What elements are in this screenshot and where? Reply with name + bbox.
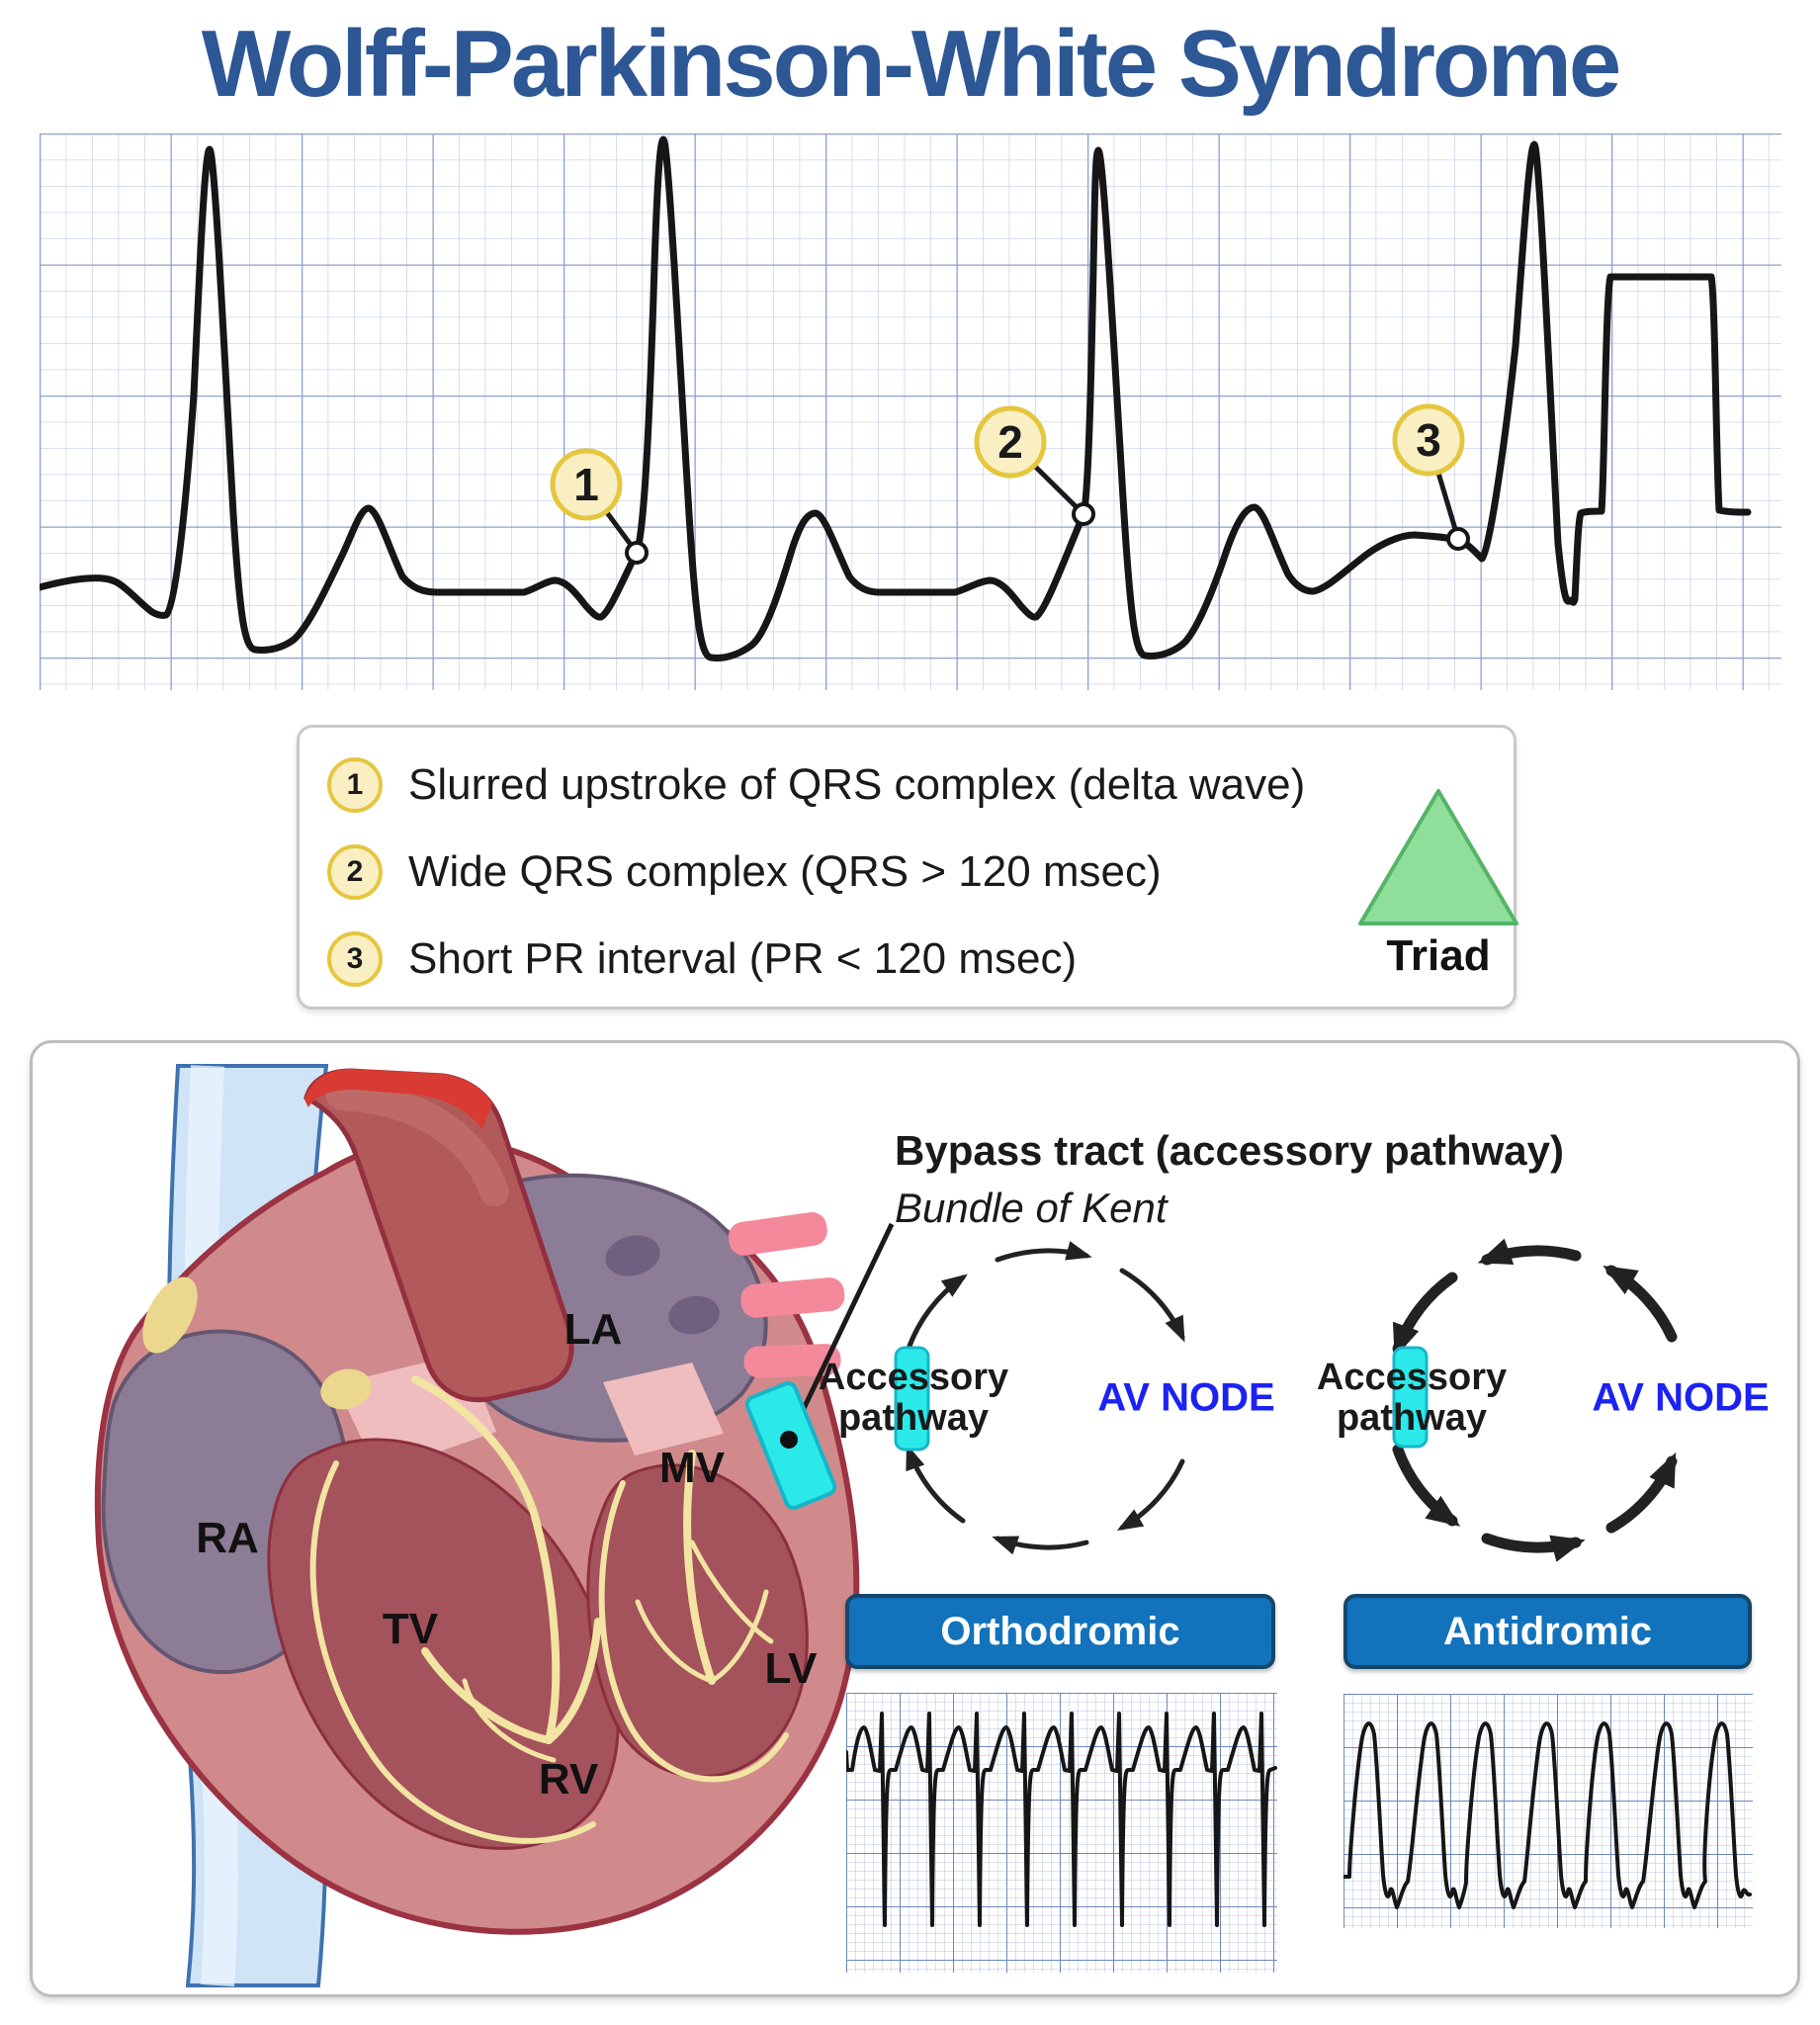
pulmonary-vein-opening: [605, 1235, 660, 1277]
pulmonary-vein-opening: [668, 1295, 720, 1335]
label-mitral-valve: MV: [659, 1444, 725, 1492]
callout-2-number: 2: [997, 416, 1023, 468]
orthodromic-button: Orthodromic: [845, 1594, 1275, 1669]
callout-3: 3: [1392, 403, 1465, 477]
label-right-atrium: RA: [196, 1514, 259, 1562]
orthodromic-trace: [846, 1712, 1277, 1927]
aorta-rim: [304, 1068, 492, 1129]
page-title: Wolff-Parkinson-White Syndrome: [201, 11, 1622, 117]
callout-3-number: 3: [1416, 414, 1441, 466]
label-left-ventricle: LV: [764, 1644, 818, 1693]
orthodromic-ecg-strip: [846, 1693, 1277, 1973]
delta-wave-marker: [625, 541, 649, 565]
antidromic-button: Antidromic: [1343, 1594, 1752, 1669]
antidromic-trace: [1343, 1721, 1752, 1909]
av-node-blob: [320, 1368, 372, 1410]
short-pr-marker: [1446, 527, 1470, 551]
legend-item-3: 3 Short PR interval (PR < 120 msec): [327, 931, 1077, 987]
bypass-tract-title: Bypass tract (accessory pathway): [895, 1127, 1564, 1174]
main-ecg-strip: 1 2 3: [40, 133, 1781, 690]
orthodromic-av-node-label: AV NODE: [1097, 1375, 1275, 1420]
ecg-grid-major: [40, 133, 1781, 690]
antidromic-av-node-label: AV NODE: [1592, 1375, 1770, 1420]
callout-1-number: 1: [573, 459, 599, 510]
legend-item-2: 2 Wide QRS complex (QRS > 120 msec): [327, 844, 1162, 900]
callout-2: 2: [974, 405, 1047, 479]
legend-badge-3: 3: [327, 931, 383, 987]
label-right-ventricle: RV: [538, 1755, 599, 1804]
triad-legend-box: 1 Slurred upstroke of QRS complex (delta…: [297, 725, 1517, 1010]
bypass-tract-subtitle: Bundle of Kent: [895, 1185, 1168, 1231]
label-tricuspid-valve: TV: [382, 1605, 439, 1653]
callout-1: 1: [550, 448, 623, 521]
heart-illustration: [94, 1064, 860, 1987]
orthodromic-accessory-label: Accessory pathway: [818, 1356, 1009, 1439]
triad-label: Triad: [1386, 931, 1491, 980]
antidromic-ecg-strip: [1343, 1694, 1753, 1928]
legend-text-3: Short PR interval (PR < 120 msec): [408, 934, 1078, 983]
legend-badge-2: 2: [327, 844, 383, 900]
triad-triangle-icon: [1358, 789, 1518, 925]
ecg-trace: [40, 135, 1752, 661]
label-left-atrium: LA: [563, 1305, 623, 1354]
legend-text-1: Slurred upstroke of QRS complex (delta w…: [408, 760, 1306, 809]
antidromic-accessory-label: Accessory pathway: [1316, 1356, 1508, 1439]
sa-node: [142, 1277, 198, 1354]
mitral-valve: [603, 1363, 724, 1455]
legend-badge-1: 1: [327, 757, 383, 813]
conduction-fibers: [309, 1375, 789, 1844]
wide-qrs-marker: [1072, 502, 1095, 526]
legend-text-2: Wide QRS complex (QRS > 120 msec): [408, 847, 1162, 896]
aorta-highlight: [326, 1081, 509, 1206]
legend-item-1: 1 Slurred upstroke of QRS complex (delta…: [327, 757, 1305, 813]
